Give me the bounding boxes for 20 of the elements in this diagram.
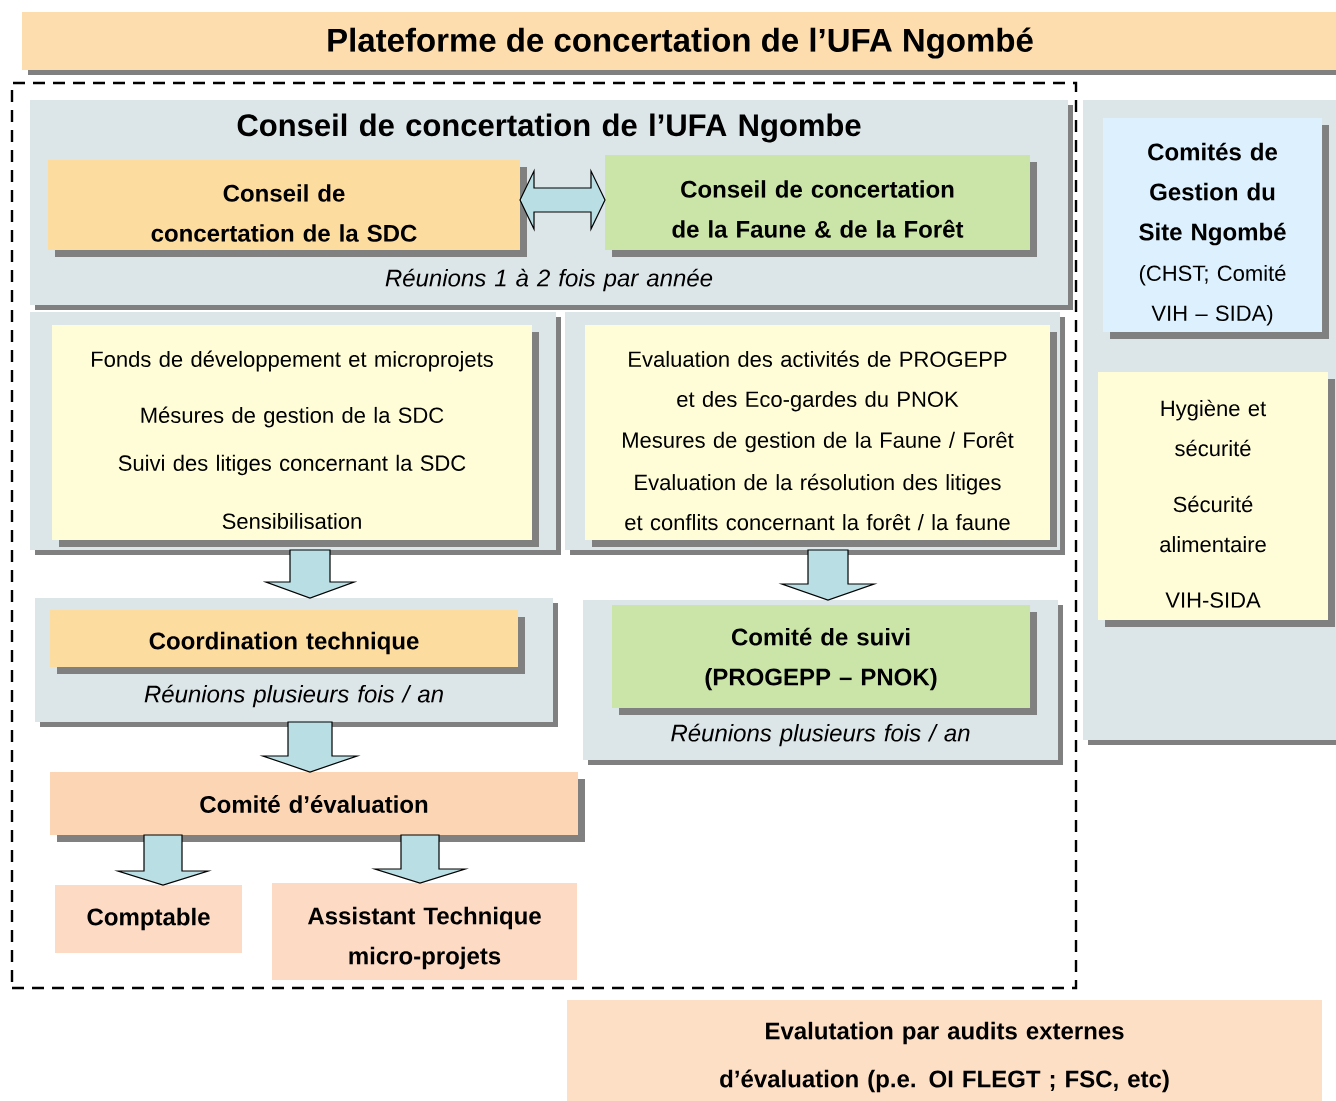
committee-box: Comités de Gestion du Site Ngombé (CHST; Comité VIH – SIDA) — [1103, 118, 1329, 339]
block-arrow — [519, 168, 606, 232]
block-arrow — [371, 834, 469, 884]
process-box: Conseil de concertation de la Faune & de la Forêt — [605, 155, 1037, 257]
block-arrow — [262, 549, 358, 599]
block-arrow — [778, 549, 878, 601]
process-box: Conseil de concertation de la SDC — [48, 160, 527, 257]
group-frame — [10, 81, 1078, 990]
block-arrow — [259, 721, 361, 773]
title-band: Plateforme de concertation de l’UFA Ngombé — [22, 12, 1336, 75]
role-box: Comptable — [55, 885, 242, 953]
process-box: Coordination technique — [50, 610, 525, 674]
task-list-box: Fonds de développement et microprojets Mésures de gestion de la SDC Suivi des litiges concernant la SDC Sensibilisation — [52, 325, 539, 547]
audit-box: Evalutation par audits externes d’évaluation (p.e. OI FLEGT ; FSC, etc) — [567, 1000, 1322, 1101]
block-arrow — [114, 834, 212, 886]
topic-list-box: Hygiène et sécurité Sécurité alimentaire VIH-SIDA — [1098, 372, 1335, 627]
process-box: Comité de suivi (PROGEPP – PNOK) — [612, 605, 1037, 715]
role-box: Assistant Technique micro-projets — [272, 883, 577, 980]
process-box: Comité d’évaluation — [50, 772, 585, 842]
task-list-box: Evaluation des activités de PROGEPP et des Eco-gardes du PNOK Mesures de gestion de la Faune / Forêt Evaluation de la résolution des litiges et conflits concernant la forêt / la faune — [585, 325, 1057, 547]
